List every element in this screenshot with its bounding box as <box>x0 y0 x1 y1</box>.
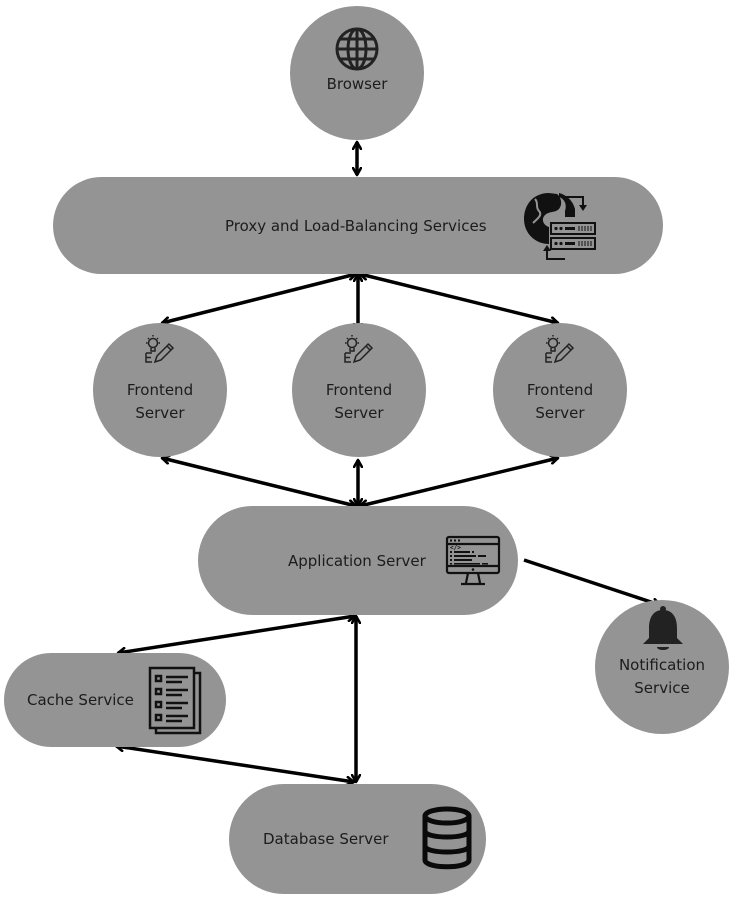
edge-proxy-frontend3 <box>360 274 558 323</box>
proxy-node[interactable]: Proxy and Load-Balancing Services <box>53 177 663 274</box>
database-server-node[interactable]: Database Server <box>229 784 486 894</box>
edge-proxy-frontend1 <box>162 274 356 323</box>
frontend-server-2-node[interactable]: Frontend Server <box>292 323 426 457</box>
frontend-server-1-label-line2: Server <box>135 404 185 422</box>
database-server-label: Database Server <box>263 830 389 848</box>
globe-servers-icon <box>524 193 596 260</box>
globe-icon <box>335 27 379 71</box>
browser-label: Browser <box>326 75 388 93</box>
cache-service-label: Cache Service <box>27 691 134 709</box>
edge-database-cache <box>116 746 354 782</box>
frontend-server-1-label-line1: Frontend <box>126 381 194 399</box>
svg-text:</>: </> <box>450 545 461 552</box>
database-icon <box>422 806 472 870</box>
frontend-server-3-node[interactable]: Frontend Server <box>493 323 627 457</box>
notification-service-node[interactable]: Notification Service <box>595 600 729 734</box>
notification-service-label-line2: Service <box>634 679 690 697</box>
document-list-icon <box>148 666 202 735</box>
idea-pencil-icon <box>145 335 175 364</box>
frontend-server-2-label-line2: Server <box>334 404 384 422</box>
edge-frontend1-app <box>162 458 356 506</box>
idea-pencil-icon <box>344 335 374 364</box>
browser-node[interactable]: Browser <box>290 6 424 140</box>
cache-service-node[interactable]: Cache Service <box>4 653 226 747</box>
frontend-server-3-label-line2: Server <box>535 404 585 422</box>
frontend-server-1-node[interactable]: Frontend Server <box>93 323 227 457</box>
frontend-server-2-label-line1: Frontend <box>325 381 393 399</box>
frontend-server-3-label-line1: Frontend <box>526 381 594 399</box>
edge-app-cache <box>118 616 355 653</box>
application-server-label: Application Server <box>288 552 426 570</box>
edge-app-notification <box>523 558 660 605</box>
bell-icon <box>643 606 683 650</box>
code-monitor-icon: </> <box>445 535 501 586</box>
notification-service-label-line1: Notification <box>618 656 706 674</box>
idea-pencil-icon <box>545 335 575 364</box>
proxy-label: Proxy and Load-Balancing Services <box>225 217 487 235</box>
edge-frontend3-app <box>360 458 558 506</box>
application-server-node[interactable]: Application Server </> <box>198 506 518 615</box>
